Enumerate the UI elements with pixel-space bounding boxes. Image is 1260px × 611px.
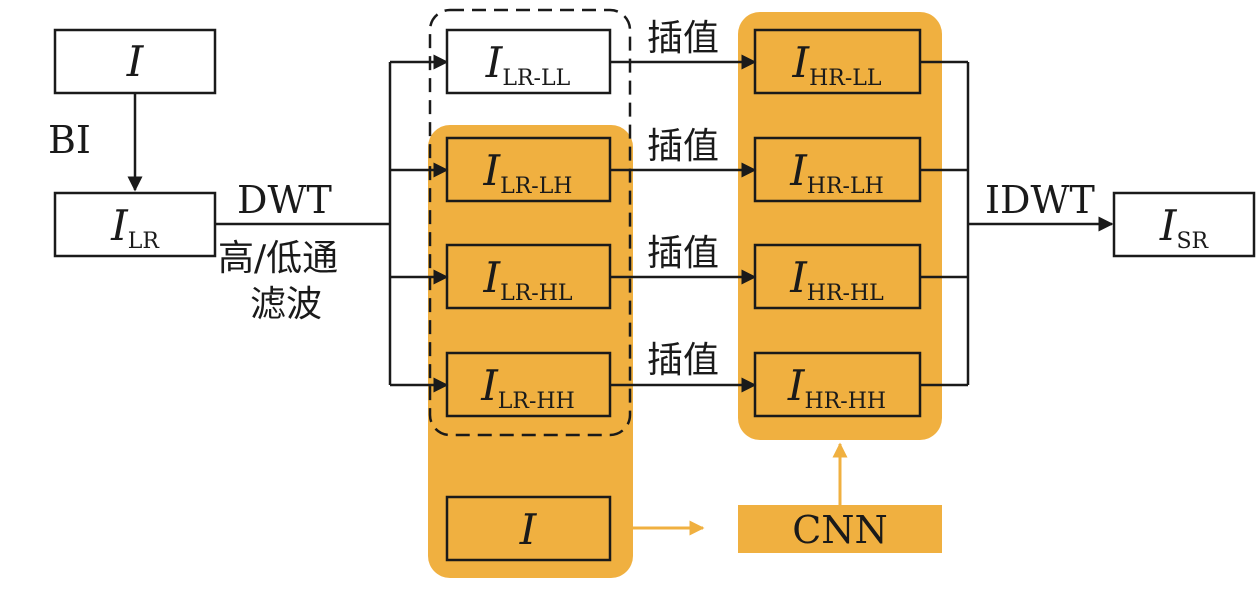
idwt-label: IDWT	[985, 178, 1095, 222]
guide-image-label: I	[519, 505, 538, 554]
bi-label: BI	[48, 118, 91, 162]
lr-image-label: ILR	[110, 201, 160, 254]
interp-label-hl: 插值	[647, 233, 719, 274]
lr-ll-box	[445, 28, 612, 95]
guide-image-box	[445, 495, 612, 562]
cnn-label: CNN	[792, 508, 888, 552]
filter-label-line1: 高/低通	[218, 238, 338, 279]
lr-subband-group	[428, 8, 632, 437]
lr-high-freq-panel	[428, 125, 633, 578]
hr-hl-label: IHR-HL	[789, 253, 884, 306]
hr-lh-label: IHR-LH	[789, 146, 884, 199]
sr-image-label: ISR	[1159, 201, 1210, 254]
hr-panel	[738, 12, 942, 440]
interp-label-ll: 插值	[647, 18, 719, 59]
input-image-label: I	[126, 37, 145, 86]
hr-ll-label: IHR-LL	[792, 38, 882, 91]
input-image-box	[53, 28, 217, 95]
cnn-block	[738, 505, 942, 553]
lr-hl-label: ILR-HL	[483, 253, 573, 306]
lr-ll-label: ILR-LL	[485, 38, 571, 91]
interp-label-hh: 插值	[647, 340, 719, 381]
sr-image-box	[1112, 191, 1256, 258]
lr-image-box	[53, 191, 217, 258]
lr-lh-label: ILR-LH	[483, 146, 573, 199]
lr-hh-label: ILR-HH	[480, 361, 575, 414]
filter-label-line2: 滤波	[250, 284, 322, 325]
interp-label-lh: 插值	[647, 126, 719, 167]
hr-hh-label: IHR-HH	[787, 361, 886, 414]
dwt-label: DWT	[237, 178, 332, 222]
